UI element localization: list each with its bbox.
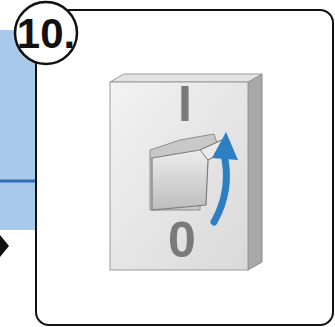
switch-side [248, 74, 262, 270]
on-symbol: I [178, 79, 192, 129]
step-circle [15, 2, 77, 64]
step-panel [36, 10, 333, 325]
motion-arrow [214, 154, 226, 222]
motion-arrowhead [212, 132, 238, 160]
step-number: 10. [17, 13, 75, 55]
off-symbol: 0 [168, 215, 196, 265]
band-line [0, 180, 38, 183]
rocker-switch [152, 140, 225, 210]
chevron [0, 235, 9, 257]
